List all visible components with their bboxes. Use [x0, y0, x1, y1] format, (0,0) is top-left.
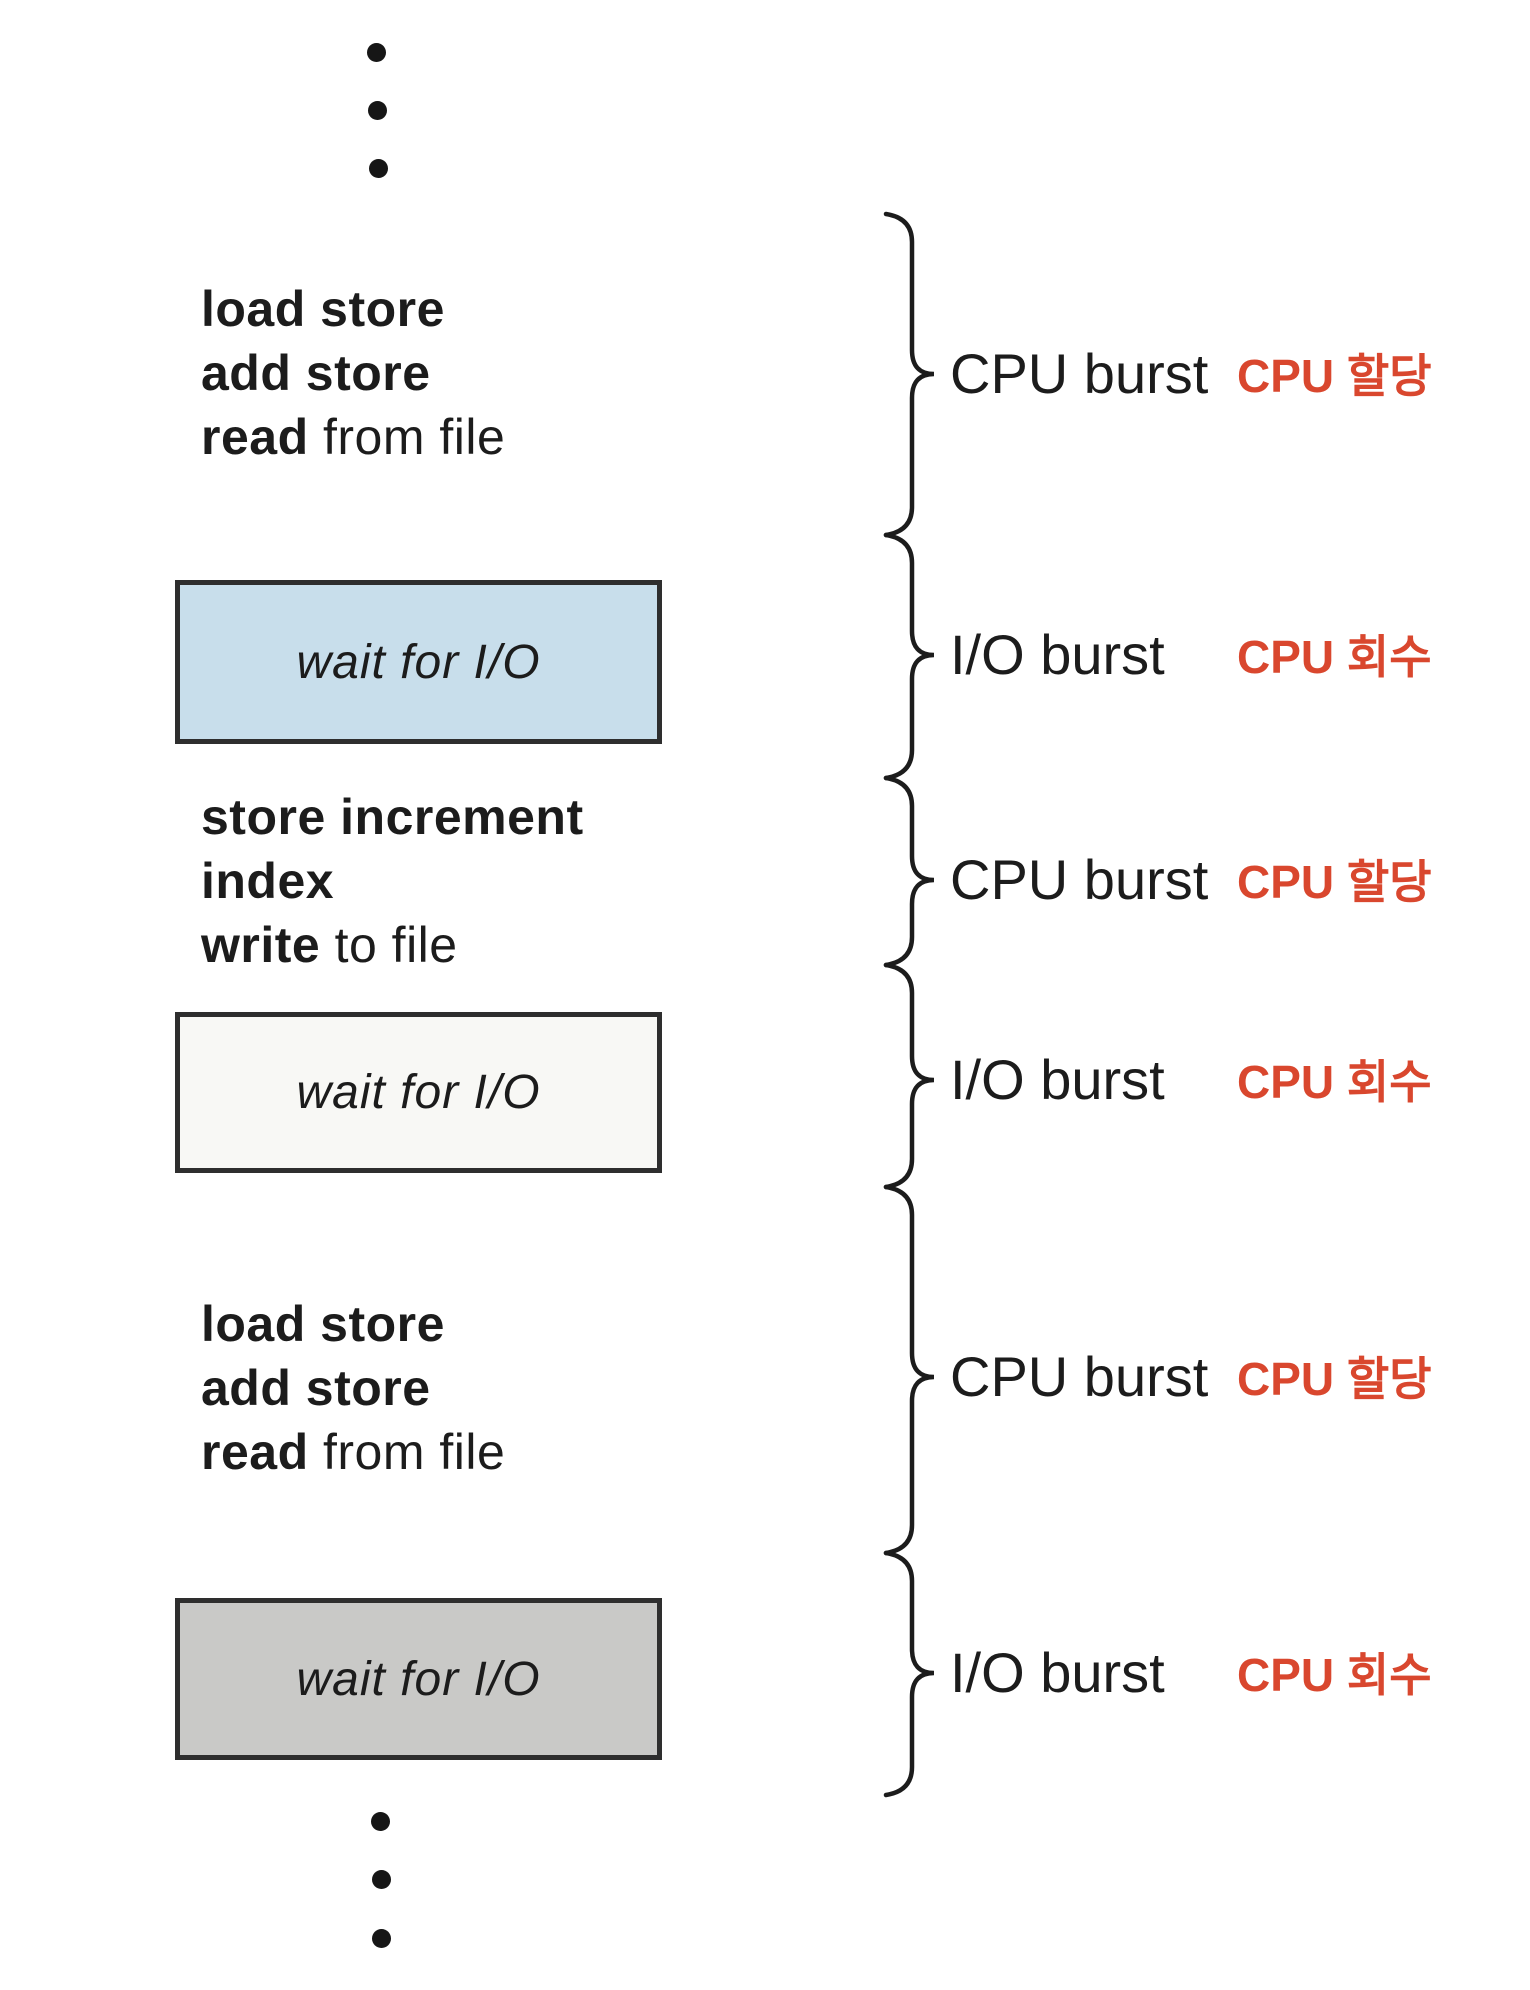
- burst-label: CPU burst: [950, 848, 1209, 911]
- instruction-line: add store: [201, 1360, 431, 1416]
- wait-for-io-label: wait for I/O: [296, 635, 541, 689]
- instruction-line: load store: [201, 1296, 445, 1352]
- wait-for-io-box-1: wait for I/O: [175, 580, 662, 744]
- instruction-line: read from file: [201, 409, 506, 465]
- instruction-line: load store: [201, 281, 445, 337]
- dot: [368, 101, 387, 120]
- instruction-block-3: load store add store read from file: [201, 1292, 505, 1484]
- burst-label: CPU burst: [950, 342, 1209, 405]
- dot: [372, 1870, 391, 1889]
- wait-for-io-label: wait for I/O: [296, 1066, 541, 1119]
- wait-for-io-box-2: wait for I/O: [175, 1012, 662, 1173]
- brace-io-burst-1: [883, 532, 935, 781]
- instruction-block-1: load store add store read from file: [201, 277, 505, 469]
- brace-io-burst-2: [883, 962, 935, 1190]
- korean-annotation: CPU 회수: [1237, 1649, 1432, 1701]
- burst-label: CPU burst: [950, 1345, 1209, 1408]
- dot: [372, 1929, 391, 1948]
- korean-annotation: CPU 할당: [1237, 856, 1432, 908]
- korean-annotation: CPU 회수: [1237, 1056, 1432, 1108]
- dot: [371, 1812, 390, 1831]
- burst-label: I/O burst: [950, 1641, 1165, 1704]
- brace-io-burst-3: [883, 1550, 935, 1798]
- instruction-line: write to file: [201, 917, 458, 973]
- instruction-line: add store: [201, 345, 431, 401]
- burst-label-row-4: I/O burst CPU 회수: [950, 1050, 1510, 1110]
- dot: [369, 159, 388, 178]
- instruction-block-2: store increment index write to file: [201, 785, 584, 977]
- burst-label: I/O burst: [950, 1048, 1165, 1111]
- instruction-line: store increment: [201, 789, 584, 845]
- wait-for-io-label: wait for I/O: [296, 1652, 541, 1706]
- brace-cpu-burst-3: [883, 1184, 935, 1556]
- wait-for-io-box-3: wait for I/O: [175, 1598, 662, 1760]
- burst-label-row-6: I/O burst CPU 회수: [950, 1643, 1510, 1703]
- instruction-line: read from file: [201, 1424, 506, 1480]
- burst-label-row-3: CPU burst CPU 할당: [950, 850, 1510, 910]
- burst-label-row-1: CPU burst CPU 할당: [950, 344, 1510, 404]
- dot: [367, 43, 386, 62]
- brace-cpu-burst-1: [883, 211, 935, 538]
- burst-label-row-5: CPU burst CPU 할당: [950, 1347, 1510, 1407]
- korean-annotation: CPU 할당: [1237, 350, 1432, 402]
- korean-annotation: CPU 할당: [1237, 1353, 1432, 1405]
- korean-annotation: CPU 회수: [1237, 631, 1432, 683]
- burst-label-row-2: I/O burst CPU 회수: [950, 625, 1510, 685]
- instruction-line: index: [201, 853, 335, 909]
- brace-cpu-burst-2: [883, 775, 935, 968]
- burst-label: I/O burst: [950, 623, 1165, 686]
